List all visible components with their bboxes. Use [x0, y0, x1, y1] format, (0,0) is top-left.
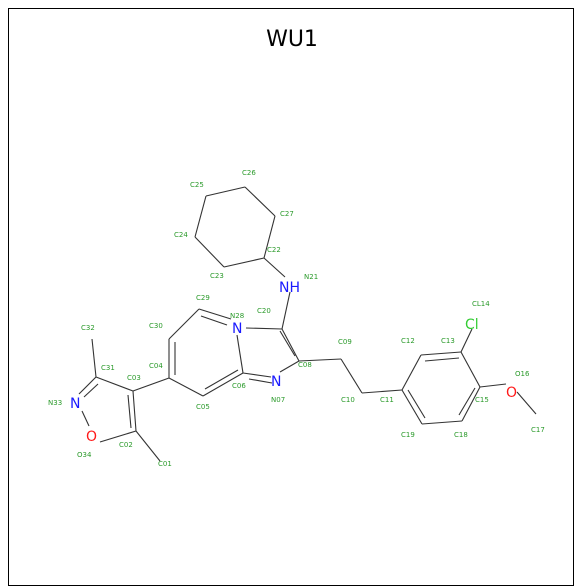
atom-index-n28: N28 [230, 312, 244, 320]
atom-index-c17: C17 [531, 426, 545, 434]
atom-label-n-imidazole: N [271, 374, 281, 390]
atom-index-c25: C25 [190, 181, 204, 189]
atom-index-c10: C10 [341, 396, 355, 404]
atom-index-c13: C13 [441, 337, 455, 345]
atom-index-o16: O16 [515, 370, 530, 378]
atom-index-c02: C02 [119, 441, 133, 449]
molecule-structure: NH N N N O O Cl C01 C02 C03 C04 C05 C06 … [48, 169, 545, 468]
atom-label-o-isoxazole: O [86, 429, 97, 445]
atom-index-c11: C11 [380, 396, 394, 404]
atom-index-c19: C19 [401, 431, 415, 439]
atom-index-c15: C15 [475, 396, 489, 404]
atom-index-c03: C03 [127, 374, 141, 382]
bonds [78, 186, 537, 462]
atom-index-o34: O34 [77, 451, 92, 459]
atom-index-c18: C18 [454, 431, 468, 439]
atom-index-c08: C08 [298, 361, 312, 369]
atom-index-c09: C09 [338, 338, 352, 346]
atom-index-c05: C05 [196, 403, 210, 411]
atom-label-n-bridge: N [232, 321, 242, 337]
diagram-title: WU1 [266, 27, 318, 52]
atom-index-c12: C12 [401, 337, 415, 345]
atom-label-cl: Cl [465, 317, 479, 333]
atom-index-c32: C32 [81, 324, 95, 332]
atom-label-n-isoxazole: N [70, 396, 80, 412]
atom-index-c26: C26 [242, 169, 256, 177]
atom-index-c04: C04 [149, 362, 163, 370]
atom-index-c30: C30 [149, 322, 163, 330]
atom-index-n33: N33 [48, 399, 62, 407]
atom-index-c01: C01 [158, 460, 172, 468]
atom-index-cl14: CL14 [472, 300, 490, 308]
atom-index-c23: C23 [210, 272, 224, 280]
atom-index-c27: C27 [280, 210, 294, 218]
diagram-frame: WU1 [8, 8, 574, 586]
atom-index-c31: C31 [101, 364, 115, 372]
atom-index-c24: C24 [174, 231, 188, 239]
atom-label-nh: NH [279, 280, 300, 296]
atom-index-n07: N07 [271, 396, 285, 404]
atom-index-n21: N21 [304, 273, 318, 281]
atom-index-c22: C22 [267, 246, 281, 254]
atom-index-c20: C20 [257, 307, 271, 315]
atom-label-o-methoxy: O [506, 385, 517, 401]
atom-index-c06: C06 [232, 382, 246, 390]
atom-index-c29: C29 [196, 294, 210, 302]
